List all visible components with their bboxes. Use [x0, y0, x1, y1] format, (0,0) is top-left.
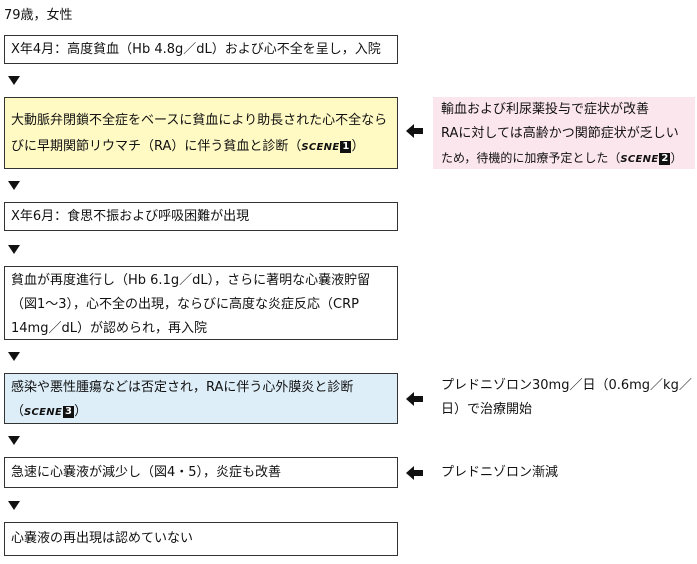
down-arrow-1 — [8, 76, 20, 85]
left-arrow-3 — [406, 466, 423, 480]
note-1-line-2: RAに対しては高齢かつ関節症状が乏しい — [441, 126, 679, 141]
note-3-line-1: プレドニゾロン漸減 — [441, 465, 559, 480]
step-box-7: 心嚢液の再出現は認めていない — [4, 522, 398, 556]
note-1-tail: ） — [670, 151, 683, 165]
note-1: 輸血および利尿薬投与で症状が改善 RAに対しては高齢かつ関節症状が乏しい ため，… — [433, 97, 695, 169]
left-arrow-1 — [406, 124, 423, 138]
down-arrow-5 — [8, 436, 20, 445]
note-1-line-1: 輸血および利尿薬投与で症状が改善 — [441, 102, 650, 117]
patient-header: 79歳，女性 — [4, 8, 73, 23]
scene-badge-1-num: 1 — [340, 141, 352, 153]
scene-badge-1-text: SCENE — [301, 142, 340, 153]
step-7-line-1: 心嚢液の再出現は認めていない — [11, 531, 194, 546]
step-6-line-1: 急速に心嚢液が減少し（図4・5），炎症も改善 — [11, 465, 282, 480]
note-1-line-3-text: ため，待機的に加療予定とした（ — [441, 151, 621, 165]
step-box-1: X年4月：高度貧血（Hb 4.8g／dL）および心不全を呈し，入院 — [4, 35, 398, 64]
step-2-tail: ） — [351, 139, 365, 154]
step-2-line-1: 大動脈弁閉鎖不全症をベースに貧血により助長された心不全なら — [11, 113, 388, 128]
step-1-line-1: X年4月：高度貧血（Hb 4.8g／dL）および心不全を呈し，入院 — [11, 42, 381, 57]
step-4-line-2: （図1～3），心不全の出現，ならびに高度な炎症反応（CRP — [11, 297, 359, 312]
down-arrow-6 — [8, 501, 20, 510]
step-2-line-2-text: びに早期関節リウマチ（RA）に伴う貧血と診断（ — [11, 139, 302, 154]
down-arrow-2 — [8, 181, 20, 190]
down-arrow-3 — [8, 245, 20, 254]
scene-badge-2-num: 2 — [659, 153, 671, 165]
step-5-line-2-text: （ — [11, 404, 25, 419]
step-5-tail: ） — [74, 404, 88, 419]
step-5-line-1: 感染や悪性腫瘍などは否定され，RAに伴う心外膜炎と診断 — [11, 380, 354, 395]
step-4-line-1: 貧血が再度進行し（Hb 6.1g／dL），さらに著明な心嚢液貯留 — [11, 273, 371, 288]
step-box-2: 大動脈弁閉鎖不全症をベースに貧血により助長された心不全なら びに早期関節リウマチ… — [4, 97, 398, 169]
step-3-line-1: X年6月：食思不振および呼吸困難が出現 — [11, 209, 250, 224]
step-box-6: 急速に心嚢液が減少し（図4・5），炎症も改善 — [4, 457, 398, 488]
step-box-4: 貧血が再度進行し（Hb 6.1g／dL），さらに著明な心嚢液貯留 （図1～3），… — [4, 266, 398, 340]
note-2: プレドニゾロン30mg／日（0.6mg／kg／ 日）で治療開始 — [441, 374, 692, 422]
scene-badge-2-text: SCENE — [620, 154, 659, 165]
note-2-line-2: 日）で治療開始 — [441, 402, 533, 417]
note-2-line-1: プレドニゾロン30mg／日（0.6mg／kg／ — [441, 378, 692, 393]
note-3: プレドニゾロン漸減 — [441, 461, 558, 485]
scene-badge-3-num: 3 — [63, 406, 75, 418]
step-4-line-3: 14mg／dL）が認められ，再入院 — [11, 321, 207, 336]
down-arrow-4 — [8, 352, 20, 361]
step-box-3: X年6月：食思不振および呼吸困難が出現 — [4, 202, 398, 231]
left-arrow-2 — [406, 392, 423, 406]
scene-badge-3-text: SCENE — [24, 407, 63, 418]
